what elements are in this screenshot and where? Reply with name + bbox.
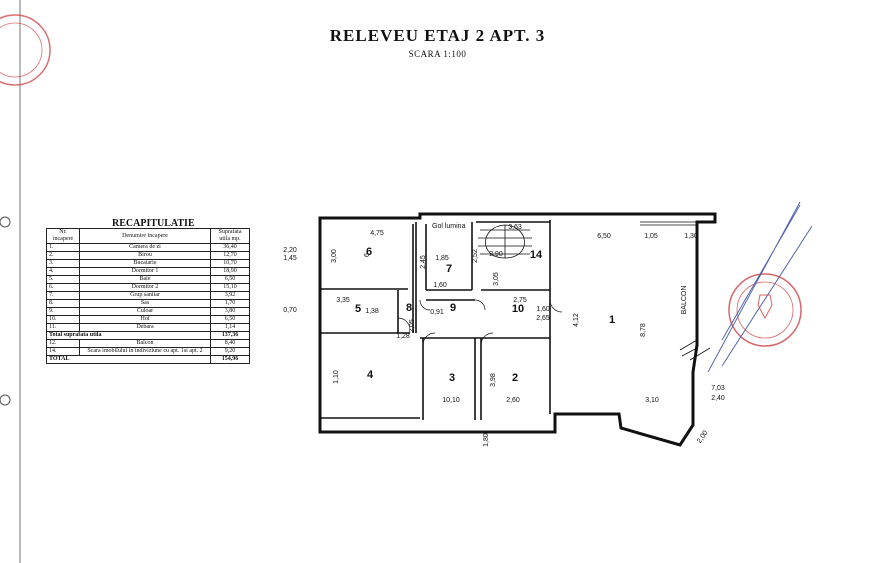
dimension-label: 2,90 — [489, 251, 503, 258]
recap-table: Nr. incapere Denumire incapere Suprafata… — [46, 228, 250, 364]
dimension-label: 3,05 — [493, 272, 500, 286]
dimension-label: 2,00 — [696, 429, 710, 444]
stamp-icon — [0, 14, 51, 86]
dimension-label: 6 — [364, 253, 371, 257]
recap-area: 154,96 — [210, 355, 250, 364]
room-number: 5 — [355, 303, 361, 315]
dimension-label: 1,45 — [283, 255, 297, 262]
dimension-label: 0,91 — [430, 309, 444, 316]
room-number: 6 — [366, 246, 372, 258]
room-number: 4 — [367, 369, 374, 381]
room-number: 1 — [609, 314, 615, 326]
room-number: 9 — [450, 302, 456, 314]
dimension-label: 1,60 — [536, 306, 550, 313]
dimension-label: 3,35 — [336, 297, 350, 304]
page-title: RELEVEU ETAJ 2 APT. 3 — [329, 26, 546, 45]
staircase-icon — [478, 224, 532, 259]
scale-label: SCARA 1:100 — [408, 49, 467, 59]
dimension-label: 1,38 — [365, 308, 379, 315]
room-number: 10 — [512, 303, 524, 315]
dimension-label: 2,20 — [283, 247, 297, 254]
interior-walls — [320, 220, 551, 420]
recap-title: RECAPITULATIE — [112, 218, 195, 229]
dimension-label: 3,00 — [331, 249, 338, 263]
dimension-label: 3,98 — [490, 373, 497, 387]
dimension-label: 1,05 — [644, 233, 658, 240]
room-number: 7 — [446, 263, 452, 275]
punch-hole-icon — [0, 216, 11, 228]
dimension-label: 3,10 — [645, 397, 659, 404]
dimension-label: 2,65 — [536, 315, 550, 322]
dimension-label: 7,03 — [711, 385, 725, 392]
room-number: 3 — [449, 372, 455, 384]
dimension-label: 10,10 — [442, 397, 460, 404]
dimension-label: 6,50 — [597, 233, 611, 240]
dimension-label: 2,40 — [711, 395, 725, 402]
room-number: 14 — [530, 249, 543, 261]
dimension-label: 1,30 — [684, 233, 698, 240]
door-arcs — [397, 299, 563, 346]
dimension-label: 3,63 — [508, 224, 522, 231]
dimension-label: 8,78 — [640, 323, 647, 337]
signature-mark — [707, 201, 813, 373]
room-number: 8 — [406, 302, 412, 314]
dimension-label: 2,75 — [513, 297, 527, 304]
window-marks — [640, 221, 711, 361]
dimension-label: 1,60 — [433, 282, 447, 289]
punch-hole-icon — [0, 394, 11, 406]
dimension-label: 2,60 — [506, 397, 520, 404]
dimension-label: 1,10 — [333, 370, 340, 384]
room-number: 2 — [512, 372, 518, 384]
dimension-label: 0,70 — [283, 307, 297, 314]
outer-walls — [318, 212, 717, 447]
balcony-label: BALCON — [681, 286, 688, 315]
dimension-label: 2,52 — [472, 249, 479, 263]
stamp-icon — [728, 273, 802, 347]
dimension-label: 4,12 — [573, 313, 580, 327]
dimension-label: 1,80 — [483, 433, 490, 447]
dimension-label: 2,05 — [409, 319, 416, 333]
dimension-label: 4,75 — [370, 230, 384, 237]
light-shaft-label: Gol lumina — [432, 223, 466, 230]
dimension-label: 2,45 — [420, 255, 427, 269]
dimension-label: 1,28 — [396, 333, 410, 340]
dimension-label: 1,85 — [435, 255, 449, 262]
